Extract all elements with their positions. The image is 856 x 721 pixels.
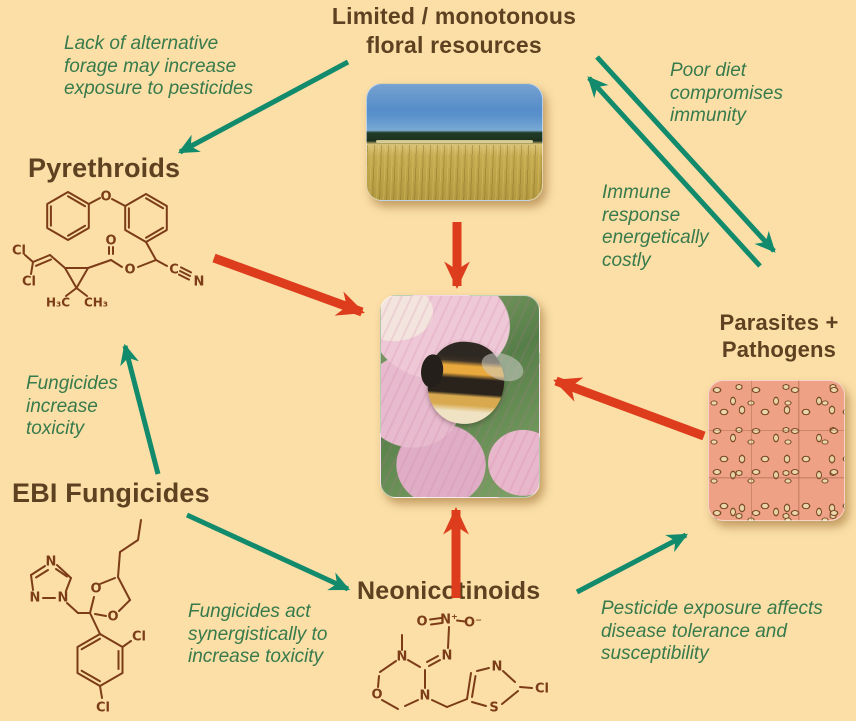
pyrethroid-structure: O C N O O Cl Cl H₃C CH₃: [12, 190, 205, 310]
annotation-line: costly: [602, 249, 651, 271]
atom-label: O: [416, 615, 427, 630]
annotation-line: compromises: [670, 82, 783, 104]
parasites-label-line2: Pathogens: [721, 337, 837, 362]
neonicotinoid-structure: O N⁺ O⁻ N N O N N S Cl: [371, 613, 549, 716]
ebi-fungicides-label: EBI Fungicides: [12, 478, 210, 508]
parasite-spores-photo: [708, 380, 845, 521]
wheat-field-photo: [366, 83, 543, 201]
annotation-forage: Lack of alternative forage may increase …: [64, 33, 253, 101]
annotation-poor-diet: Poor diet compromises immunity: [670, 60, 783, 128]
annotation-line: immunity: [670, 105, 747, 126]
bumblebee-photo: [380, 295, 540, 498]
annotation-line: response: [602, 204, 681, 226]
diagram-title-line2: floral resources: [366, 32, 542, 58]
annotation-line: forage may increase: [64, 55, 237, 77]
arrow-fungicides-to-pyrethroids: [120, 343, 161, 475]
diagram-title: Limited / monotonous floral resources: [234, 2, 674, 60]
atom-label: O⁻: [464, 616, 482, 631]
atom-label: Cl: [96, 701, 110, 716]
cyclopropane-ring: [64, 267, 89, 289]
annotation-immune-response: Immune response energetically costly: [602, 182, 709, 272]
parasites-label-line1: Parasites +: [719, 310, 839, 335]
ebi-fungicide-structure: N N N O O Cl Cl: [30, 519, 146, 716]
annotation-line: Fungicides act: [188, 601, 311, 622]
atom-label: Cl: [22, 275, 36, 290]
atom-label: Cl: [535, 682, 549, 697]
atom-label: O: [371, 688, 382, 703]
annotation-line: energetically: [602, 227, 709, 248]
annotation-line: susceptibility: [601, 643, 709, 664]
annotation-line: increase: [26, 395, 98, 417]
annotation-line: exposure to pesticides: [64, 78, 254, 99]
annotation-line: increase toxicity: [188, 646, 324, 667]
annotation-disease-tolerance: Pesticide exposure affects disease toler…: [601, 598, 823, 666]
atom-label: O: [90, 582, 101, 597]
atom-label: N: [397, 650, 408, 665]
parasites-pathogens-label: Parasites + Pathogens: [706, 309, 852, 363]
atom-label: CH₃: [84, 296, 108, 310]
atom-label: N: [420, 689, 431, 704]
annotation-line: Immune: [602, 182, 671, 203]
arrow-parasites-to-bee: [553, 376, 706, 441]
annotation-line: disease tolerance and: [601, 620, 787, 642]
arrow-neonicotinoids-to-parasites: [575, 532, 689, 595]
atom-label: H₃C: [46, 296, 70, 310]
atom-label: Cl: [132, 630, 146, 645]
atom-label: C: [169, 263, 179, 278]
atom-label: S: [489, 701, 498, 716]
annotation-fungicide-toxicity: Fungicides increase toxicity: [26, 373, 118, 441]
annotation-line: Fungicides: [26, 373, 118, 394]
annotation-line: synergistically to: [188, 623, 328, 645]
atom-label: O: [124, 263, 135, 278]
atom-label: N: [442, 649, 453, 664]
benzene-ring: [124, 193, 168, 243]
atom-label: O: [105, 234, 116, 249]
neonicotinoids-label: Neonicotinoids: [357, 577, 541, 605]
bee-head-art: [420, 354, 445, 390]
benzene-ring: [76, 633, 124, 687]
atom-label: N⁺: [440, 613, 458, 628]
atom-label: Cl: [12, 244, 26, 259]
annotation-synergy: Fungicides act synergistically to increa…: [188, 601, 327, 669]
atom-label: N: [30, 591, 41, 606]
annotation-line: Poor diet: [670, 60, 747, 81]
atom-label: N: [194, 275, 205, 290]
diagram-title-line1: Limited / monotonous: [331, 3, 577, 29]
pyrethroids-label: Pyrethroids: [28, 153, 181, 183]
annotation-line: Pesticide exposure affects: [601, 598, 823, 619]
atom-label: N: [46, 555, 57, 570]
annotation-line: Lack of alternative: [64, 33, 219, 54]
atom-label: N: [492, 660, 503, 675]
atom-label: N: [58, 591, 69, 606]
annotation-line: toxicity: [26, 418, 85, 439]
benzene-ring: [46, 191, 90, 241]
atom-label: O: [100, 190, 111, 205]
arrow-fungicides-to-neonicotinoids: [185, 512, 351, 592]
atom-label: O: [107, 610, 118, 625]
